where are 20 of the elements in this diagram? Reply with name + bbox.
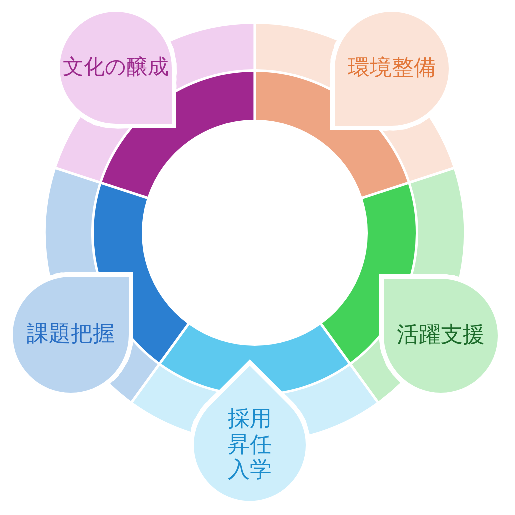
outer-ring-segment: [46, 170, 100, 276]
bubble-label: 文化の醸成: [63, 55, 169, 81]
drop-bubble: [13, 277, 129, 393]
bubble-label: 採用昇任入学: [228, 407, 272, 484]
outer-ring-segment: [256, 24, 338, 88]
drop-bubble: [60, 12, 172, 124]
outer-ring-segment: [110, 342, 158, 402]
outer-ring-segment: [284, 366, 377, 435]
drop-bubble: [194, 366, 306, 502]
drop-bubble: [335, 12, 449, 126]
outer-ring-segment: [56, 117, 130, 182]
outer-ring-segment: [170, 24, 254, 90]
bubble-label: 課題把握: [27, 322, 115, 348]
ring-segment: [161, 325, 349, 394]
bubble-label: 活躍支援: [397, 322, 485, 350]
outer-ring-segment: [410, 170, 464, 277]
outer-ring-segment: [382, 118, 454, 182]
drop-bubble: [384, 279, 498, 393]
outer-ring-segment: [133, 366, 218, 432]
bubble-label: 環境整備: [348, 56, 436, 82]
